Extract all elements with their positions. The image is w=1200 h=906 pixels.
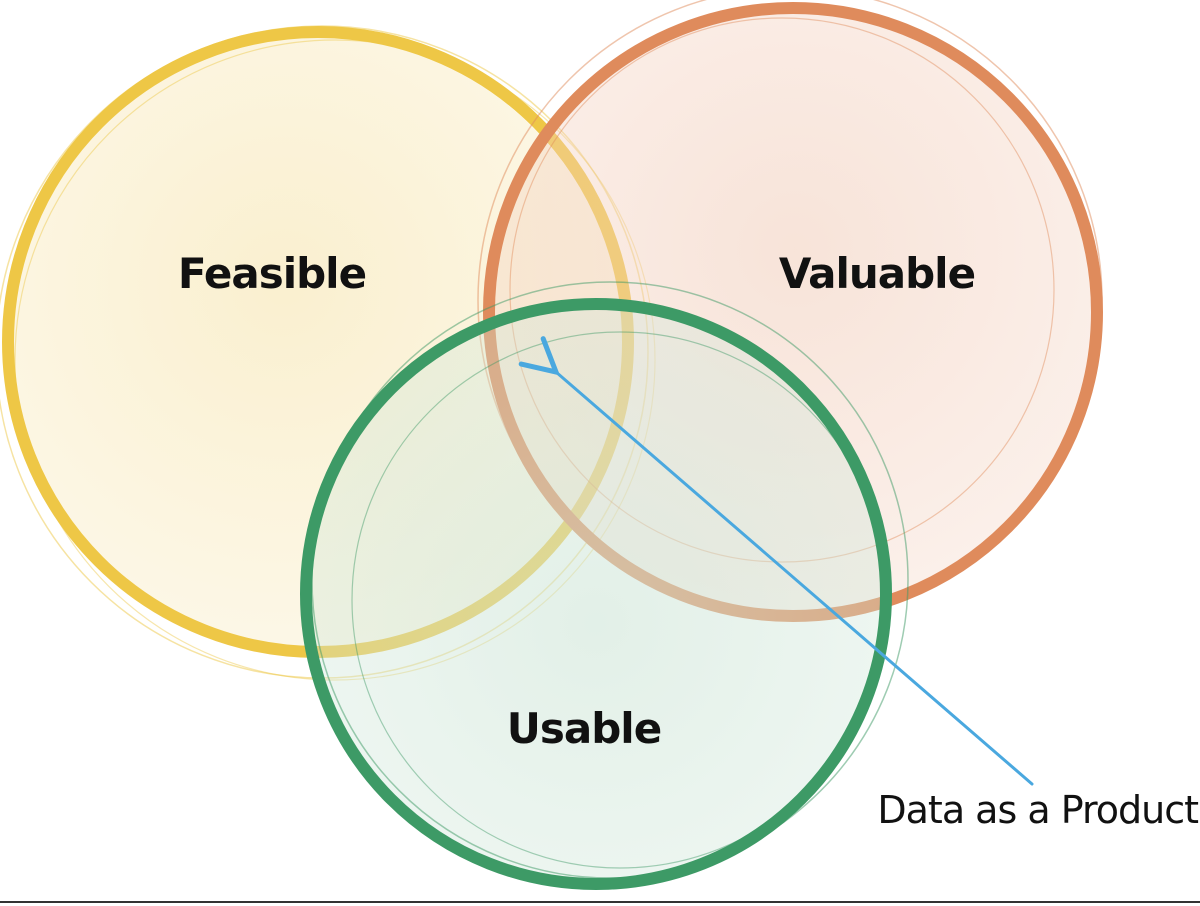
bottom-divider	[0, 901, 1200, 903]
usable-circle-wash	[306, 304, 886, 884]
valuable-label: Valuable	[779, 249, 975, 298]
feasible-label: Feasible	[178, 249, 366, 298]
callout-arrow	[518, 336, 1034, 786]
usable-circle-outline	[300, 298, 892, 890]
usable-label: Usable	[507, 704, 661, 753]
usable-circle-group	[300, 281, 909, 890]
callout-label: Data as a Product	[877, 788, 1198, 832]
